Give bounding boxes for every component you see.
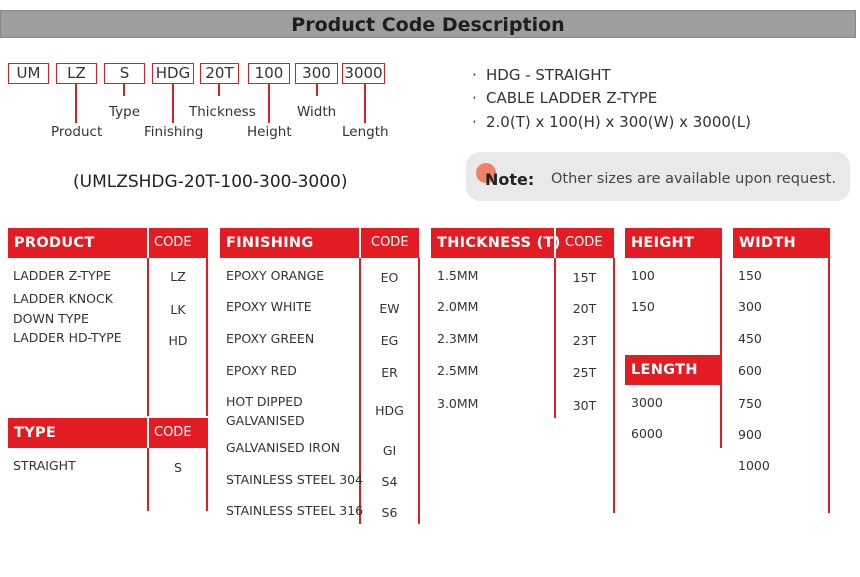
connector-height xyxy=(268,84,270,123)
product-code: LK xyxy=(170,302,186,317)
finishing-right-border xyxy=(418,258,420,524)
label-height: Height xyxy=(247,124,292,140)
thickness-right-border xyxy=(613,258,615,513)
finishing-name: EPOXY RED xyxy=(226,363,297,378)
finishing-name: EPOXY ORANGE xyxy=(226,268,325,283)
thickness-name: 2.0MM xyxy=(437,299,479,314)
note-text: Other sizes are available upon request. xyxy=(551,171,836,187)
product-code: LZ xyxy=(170,269,186,284)
thickness-code: 15T xyxy=(572,270,597,285)
full-product-code: (UMLZSHDG-20T-100-300-3000) xyxy=(73,172,348,192)
width-value: 150 xyxy=(738,268,762,283)
height-value: 100 xyxy=(631,268,655,283)
width-value: 900 xyxy=(738,427,762,442)
finishing-code: HDG xyxy=(375,403,404,418)
finishing-name: STAINLESS STEEL 304 xyxy=(226,472,364,487)
finishing-code: S6 xyxy=(381,505,398,520)
length-table-header: LENGTH (L) xyxy=(625,355,722,408)
height-table-header: HEIGHT (H) xyxy=(625,228,722,281)
thickness-code: 30T xyxy=(572,398,597,413)
type-name: STRAIGHT xyxy=(13,458,76,473)
type-table-header: TYPE CODE xyxy=(8,418,208,448)
note-label: Note: xyxy=(485,170,535,189)
thickness-col-divider xyxy=(554,258,556,418)
page-title-bar: Product Code Description xyxy=(0,10,856,38)
type-right-border xyxy=(206,448,208,511)
width-table-header: WIDTH (W) xyxy=(733,228,830,281)
finishing-name: EPOXY WHITE xyxy=(226,299,312,314)
product-name: LADDER HD-TYPE xyxy=(13,330,122,345)
finishing-name: HOT DIPPED xyxy=(226,394,303,409)
finishing-col-divider xyxy=(359,258,361,524)
height-right-border xyxy=(720,258,722,448)
width-value: 1000 xyxy=(738,458,770,473)
product-name: DOWN TYPE xyxy=(13,311,89,326)
connector-thickness xyxy=(218,84,220,96)
finishing-name: STAINLESS STEEL 316 xyxy=(226,503,364,518)
thickness-code: 25T xyxy=(572,365,597,380)
product-name: LADDER Z-TYPE xyxy=(13,268,112,283)
width-right-border xyxy=(828,258,830,513)
length-value: 3000 xyxy=(631,395,663,410)
finishing-name: EPOXY GREEN xyxy=(226,331,315,346)
product-table-header: PRODUCT CODE xyxy=(8,228,208,258)
connector-width xyxy=(316,84,318,96)
finishing-code: GI xyxy=(382,443,397,458)
note-box xyxy=(466,152,850,201)
product-col-divider xyxy=(147,258,149,416)
code-segment-width: 300 xyxy=(295,63,338,84)
thickness-name: 2.5MM xyxy=(437,363,479,378)
finishing-code: EG xyxy=(380,333,399,348)
finishing-code: S4 xyxy=(381,474,398,489)
width-value: 300 xyxy=(738,299,762,314)
connector-type xyxy=(123,84,125,96)
label-thickness: Thickness xyxy=(189,104,256,120)
thickness-name: 1.5MM xyxy=(437,268,479,283)
bullet-item: ·CABLE LADDER Z-TYPE xyxy=(472,89,658,107)
code-segment-thickness: 20T xyxy=(200,63,239,84)
code-segment-length: 3000 xyxy=(342,63,385,84)
page-title: Product Code Description xyxy=(291,14,565,36)
connector-length xyxy=(364,84,366,123)
finishing-name: GALVANISED IRON xyxy=(226,440,341,455)
thickness-name: 2.3MM xyxy=(437,331,479,346)
note-dot-icon xyxy=(476,163,496,183)
code-segment-product: LZ xyxy=(56,63,97,84)
thickness-name: 3.0MM xyxy=(437,396,479,411)
connector-finishing xyxy=(172,84,174,123)
thickness-table-header: THICKNESS (T) CODE xyxy=(431,228,614,258)
finishing-name: GALVANISED xyxy=(226,413,305,428)
code-segment-type: S xyxy=(104,63,145,84)
width-value: 450 xyxy=(738,331,762,346)
finishing-code: EW xyxy=(379,301,400,316)
bullet-item: ·2.0(T) x 100(H) x 300(W) x 3000(L) xyxy=(472,113,751,131)
code-segment-finishing: HDG xyxy=(152,63,194,84)
label-type: Type xyxy=(109,104,141,120)
code-segment-product-prefix: UM xyxy=(8,63,49,84)
type-code: S xyxy=(174,460,182,475)
product-name: LADDER KNOCK xyxy=(13,291,113,306)
label-finishing: Finishing xyxy=(144,124,204,140)
bullet-item: ·HDG - STRAIGHT xyxy=(472,66,611,84)
product-right-border xyxy=(206,258,208,416)
thickness-code: 23T xyxy=(572,333,597,348)
label-product: Product xyxy=(51,124,103,140)
finishing-code: ER xyxy=(381,365,398,380)
width-value: 600 xyxy=(738,363,762,378)
code-segment-height: 100 xyxy=(248,63,290,84)
product-code: HD xyxy=(168,333,188,348)
finishing-code: EO xyxy=(380,270,399,285)
width-value: 750 xyxy=(738,396,762,411)
connector-product xyxy=(75,84,77,123)
type-col-divider xyxy=(147,448,149,511)
height-value: 150 xyxy=(631,299,655,314)
label-length: Length xyxy=(342,124,389,140)
label-width: Width xyxy=(297,104,337,120)
length-value: 6000 xyxy=(631,426,663,441)
thickness-code: 20T xyxy=(572,301,597,316)
finishing-table-header: FINISHING CODE xyxy=(220,228,419,258)
